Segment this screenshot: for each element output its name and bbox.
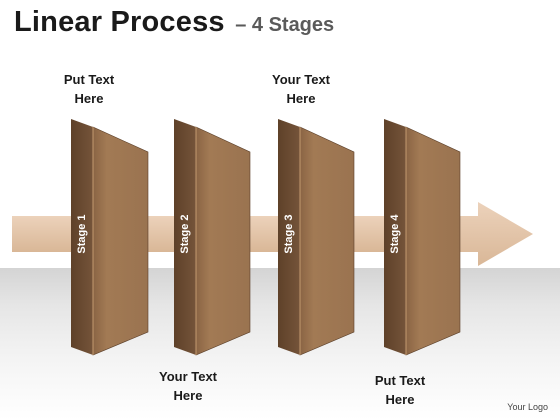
callout-top-1: Put Text Here xyxy=(56,70,122,108)
callout-bottom-1: Your Text Here xyxy=(149,367,227,405)
callout-top-1-line2: Here xyxy=(74,91,104,106)
stage-panel-2: Stage 2 xyxy=(174,119,251,356)
stage-panel-3: Stage 3 xyxy=(278,119,355,356)
title-subtitle: – 4 Stages xyxy=(235,14,335,36)
stage-label-4: Stage 4 xyxy=(389,214,401,254)
arrow-segment-1 xyxy=(12,216,78,252)
callout-top-1-line1: Put Text xyxy=(63,72,115,87)
callout-bottom-2-line2: Here xyxy=(385,392,415,407)
callout-top-2-line1: Your Text xyxy=(271,72,331,87)
stage-panel-4: Stage 4 xyxy=(384,119,461,356)
stage-label-3: Stage 3 xyxy=(283,214,295,253)
page-title: Linear Process – 4 Stages xyxy=(14,6,334,39)
callout-bottom-2-line1: Put Text xyxy=(374,373,426,388)
callout-bottom-1-line2: Here xyxy=(173,388,203,403)
stage-label-2: Stage 2 xyxy=(179,214,191,253)
title-main: Linear Process xyxy=(14,6,225,38)
callout-top-2-line2: Here xyxy=(286,91,316,106)
callout-bottom-2: Put Text Here xyxy=(364,371,436,409)
stage-label-1: Stage 1 xyxy=(76,214,88,253)
stage-panel-1: Stage 1 xyxy=(71,119,149,356)
callout-top-2: Your Text Here xyxy=(262,70,340,108)
callout-bottom-1-line1: Your Text xyxy=(158,369,218,384)
logo-placeholder: Your Logo xyxy=(507,402,548,412)
